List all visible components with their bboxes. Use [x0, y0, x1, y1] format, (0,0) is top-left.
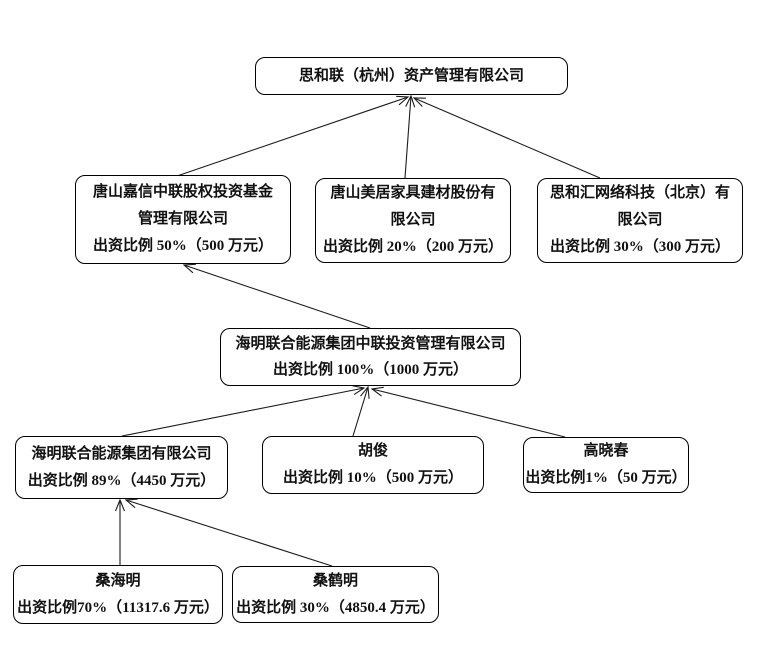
- connector-l4b-to-l3: [352, 385, 370, 437]
- company-name-line-2: 管理有限公司: [137, 211, 228, 227]
- node-person-sang-heming: 桑鹤明 出资比例 30%（4850.4 万元）: [232, 566, 439, 623]
- stake-line: 出资比例 10%（500 万元）: [282, 470, 463, 486]
- person-name: 高晓春: [583, 443, 629, 459]
- node-person-sang-haiming: 桑海明 出资比例70%（11317.6 万元）: [13, 565, 223, 624]
- person-name: 桑海明: [95, 572, 141, 589]
- node-sihehui-network-tech: 思和汇网络科技（北京）有 限公司 出资比例 30%（300 万元）: [537, 178, 743, 263]
- stake-line: 出资比例 89%（4450 万元）: [27, 472, 216, 489]
- company-name-line-2: 限公司: [617, 212, 663, 228]
- person-name: 胡俊: [357, 443, 388, 459]
- company-name-line-1: 唐山嘉信中联股权投资基金: [92, 184, 273, 200]
- stake-line: 出资比例 20%（200 万元）: [322, 239, 503, 255]
- stake-line: 出资比例 50%（500 万元）: [92, 238, 273, 254]
- stake-line: 出资比例 30%（4850.4 万元）: [236, 599, 435, 616]
- connector-l2a-to-top: [176, 95, 410, 177]
- connector-l4c-to-l3: [370, 386, 566, 438]
- stake-line: 出资比例70%（11317.6 万元）: [17, 599, 219, 616]
- company-name-line-1: 唐山美居家具建材股份有: [330, 185, 496, 201]
- company-name: 海明联合能源集团中联投资管理有限公司: [235, 336, 506, 352]
- node-tangshan-meiju-building-materials: 唐山美居家具建材股份有 限公司 出资比例 20%（200 万元）: [315, 178, 511, 263]
- node-person-hu-jun: 胡俊 出资比例 10%（500 万元）: [262, 436, 484, 494]
- connector-l2b-to-top: [404, 94, 416, 179]
- stake-line: 出资比例 100%（1000 万元）: [272, 362, 468, 378]
- node-tangshan-jiaxin-fund: 唐山嘉信中联股权投资基金 管理有限公司 出资比例 50%（500 万元）: [75, 175, 291, 264]
- company-name-line-1: 思和汇网络科技（北京）有: [549, 185, 730, 201]
- stake-line: 出资比例 30%（300 万元）: [549, 239, 730, 255]
- connector-l5b-to-l4a: [124, 498, 333, 567]
- person-name: 桑鹤明: [312, 572, 358, 589]
- company-name: 思和联（杭州）资产管理有限公司: [298, 67, 524, 84]
- connector-l2c-to-top: [412, 97, 601, 179]
- connector-l3-to-l2a: [182, 263, 371, 329]
- company-name: 海明联合能源集团有限公司: [31, 445, 212, 462]
- node-haiming-energy-group: 海明联合能源集团有限公司 出资比例 89%（4450 万元）: [15, 436, 228, 499]
- node-person-gao-xiaochun: 高晓春 出资比例1%（50 万元）: [523, 437, 689, 493]
- stake-line: 出资比例1%（50 万元）: [525, 470, 687, 486]
- company-name-line-2: 限公司: [390, 212, 436, 228]
- node-sihelian-hangzhou-asset-mgmt: 思和联（杭州）资产管理有限公司: [255, 57, 568, 95]
- connector-l4a-to-l3: [121, 385, 366, 437]
- node-haiming-zhonglian-investment: 海明联合能源集团中联投资管理有限公司 出资比例 100%（1000 万元）: [220, 328, 521, 386]
